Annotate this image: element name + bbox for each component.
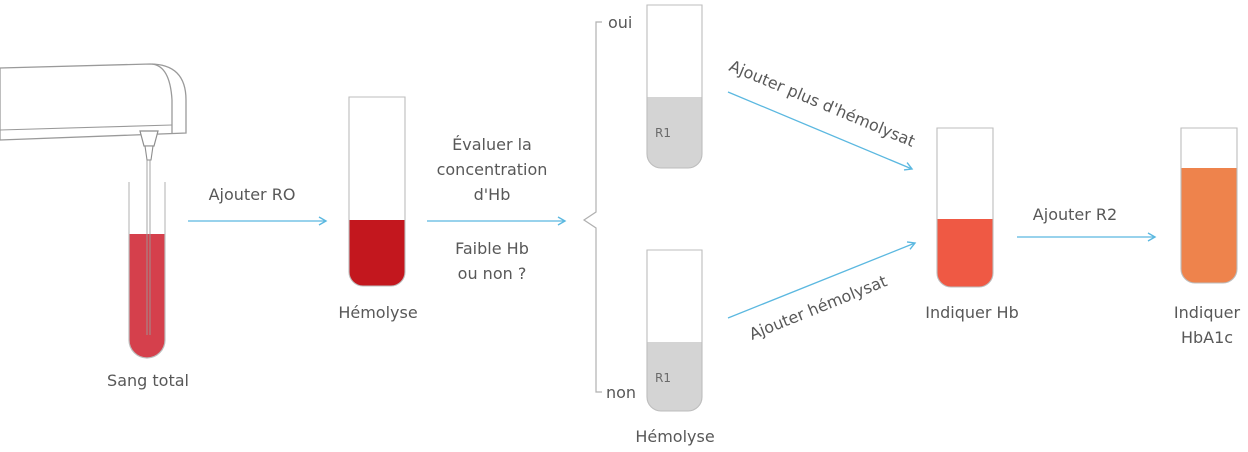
r1-tube-bottom — [646, 249, 703, 412]
indicate-hba1c-line-1: Indiquer — [1174, 303, 1241, 322]
whole-blood-label: Sang total — [107, 371, 189, 390]
add-r2-label: Ajouter R2 — [1033, 205, 1117, 224]
hemolysate-tube — [348, 96, 406, 287]
r1-tube-top — [646, 4, 703, 169]
yes-label: oui — [608, 13, 632, 32]
whole-blood-tube — [128, 160, 166, 359]
question-line-2: ou non ? — [458, 264, 527, 283]
indicate-hba1c-line-2: HbA1c — [1181, 328, 1233, 347]
evaluate-line-3: d'Hb — [474, 185, 511, 204]
add-hemolysate-arrow — [727, 241, 917, 319]
hba1c-tube — [1180, 127, 1238, 284]
low-hb-question-text: Faible Hb ou non ? — [455, 239, 529, 283]
evaluate-line-2: concentration — [437, 160, 548, 179]
r1-label-bottom: R1 — [655, 371, 671, 385]
hb-tube — [936, 127, 994, 288]
evaluate-line-1: Évaluer la — [452, 135, 532, 154]
r1-label-top: R1 — [655, 126, 671, 140]
indicate-hb-label: Indiquer Hb — [925, 303, 1018, 322]
hemolysis-label-1: Hémolyse — [338, 303, 417, 322]
pipette-dispenser-icon — [0, 63, 187, 161]
question-line-1: Faible Hb — [455, 239, 529, 258]
no-label: non — [606, 383, 636, 402]
evaluate-concentration-text: Évaluer la concentration d'Hb — [437, 135, 548, 204]
decision-bracket — [582, 21, 602, 393]
hemolysis-label-2: Hémolyse — [635, 427, 714, 446]
add-more-hemolysate-arrow — [727, 91, 914, 171]
add-ro-label: Ajouter RO — [209, 185, 296, 204]
